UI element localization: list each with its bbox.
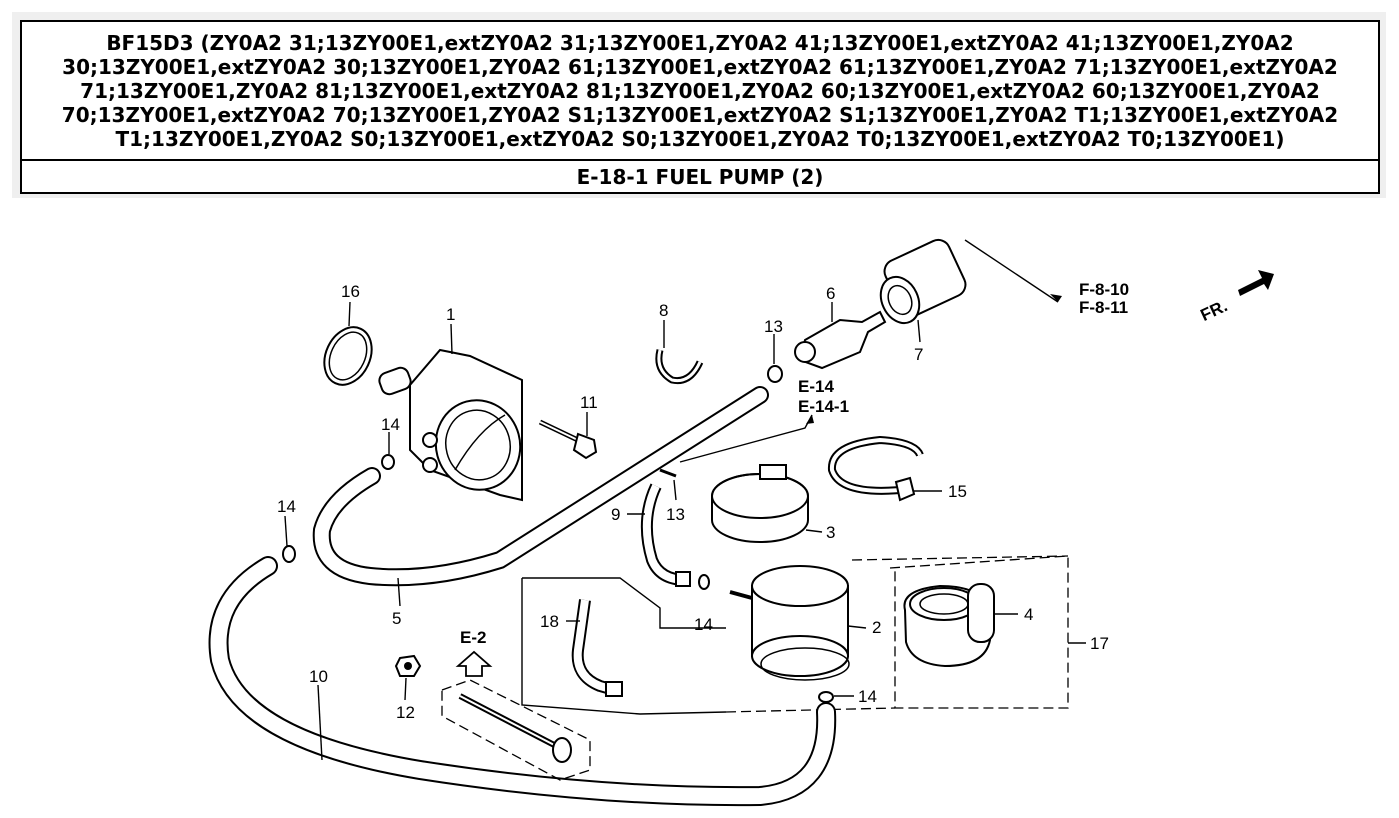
part-label-5[interactable]: 5 <box>392 609 401 628</box>
fuel-hose-10[interactable] <box>208 556 837 807</box>
part-label-17[interactable]: 17 <box>1090 634 1109 653</box>
part-label-15[interactable]: 15 <box>948 482 967 501</box>
washer-12[interactable] <box>394 654 422 677</box>
clip-14-tube[interactable] <box>698 574 710 590</box>
part-label-1[interactable]: 1 <box>446 305 455 324</box>
clip-14-pump[interactable] <box>381 454 395 470</box>
ref-e-2[interactable]: E-2 <box>460 628 486 647</box>
part-label-2[interactable]: 2 <box>872 618 881 637</box>
clip-13-lower[interactable] <box>659 468 677 478</box>
front-direction-arrow-icon <box>1238 270 1274 296</box>
part-label-4[interactable]: 4 <box>1024 605 1033 624</box>
part-label-8[interactable]: 8 <box>659 301 668 320</box>
part-label-14-lower[interactable]: 14 <box>858 687 877 706</box>
fuel-hose-5[interactable] <box>312 386 769 587</box>
part-label-10[interactable]: 10 <box>309 667 328 686</box>
header-panel: BF15D3 (ZY0A2 31;13ZY00E1,extZY0A2 31;13… <box>12 12 1386 198</box>
model-title: BF15D3 (ZY0A2 31;13ZY00E1,extZY0A2 31;13… <box>61 31 1339 151</box>
part-label-14-tube[interactable]: 14 <box>694 615 713 634</box>
ref-f-8-11[interactable]: F-8-11 <box>1079 298 1128 317</box>
bolt-11[interactable] <box>538 419 598 460</box>
model-title-box: BF15D3 (ZY0A2 31;13ZY00E1,extZY0A2 31;13… <box>20 20 1380 162</box>
clamp-8[interactable] <box>655 349 704 385</box>
part-label-9[interactable]: 9 <box>611 505 620 524</box>
clip-14-left[interactable] <box>282 545 296 563</box>
part-label-13-upper[interactable]: 13 <box>764 317 783 336</box>
clip-13-upper[interactable] <box>767 365 783 383</box>
tube-18-box <box>521 577 727 715</box>
part-label-6[interactable]: 6 <box>826 284 835 303</box>
filter-cover-4[interactable] <box>903 583 995 668</box>
e2-up-arrow-icon <box>455 650 493 677</box>
part-label-11[interactable]: 11 <box>580 393 598 412</box>
part-label-7[interactable]: 7 <box>914 345 923 364</box>
joint-6[interactable] <box>794 310 887 370</box>
band-3[interactable] <box>711 464 809 543</box>
tube-18[interactable] <box>571 599 623 697</box>
o-ring-16[interactable] <box>315 320 380 393</box>
section-title-box: E-18-1 FUEL PUMP (2) <box>20 159 1380 194</box>
section-title: E-18-1 FUEL PUMP (2) <box>576 164 824 189</box>
assembly-bracket-17 <box>725 555 1069 713</box>
part-label-14-left[interactable]: 14 <box>277 497 296 516</box>
part-label-16[interactable]: 16 <box>341 282 360 301</box>
bolt-assembly-e2[interactable] <box>441 679 591 781</box>
part-label-18[interactable]: 18 <box>540 612 559 631</box>
front-label: FR. <box>1198 296 1231 325</box>
part-label-13-lower[interactable]: 13 <box>666 505 685 524</box>
clip-14-lower[interactable] <box>818 691 834 703</box>
part-label-14-pump[interactable]: 14 <box>381 415 400 434</box>
ref-f-8-10[interactable]: F-8-10 <box>1079 280 1129 299</box>
fuel-filter-2[interactable] <box>729 565 850 681</box>
tube-9[interactable] <box>640 483 691 587</box>
fuel-pump-1[interactable] <box>377 348 530 502</box>
ref-e-14[interactable]: E-14 <box>798 377 834 396</box>
connector-7[interactable] <box>874 236 970 329</box>
part-label-3[interactable]: 3 <box>826 523 835 542</box>
ref-e-14-1[interactable]: E-14-1 <box>798 397 849 416</box>
clamp-15[interactable] <box>827 435 924 502</box>
part-label-12[interactable]: 12 <box>396 703 415 722</box>
